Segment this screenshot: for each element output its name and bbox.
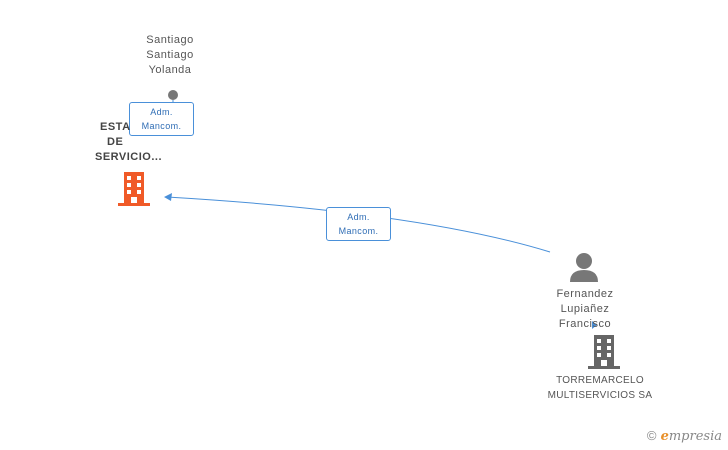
company-name-secondary[interactable]: TORREMARCELO MULTISERVICIOS SA bbox=[530, 373, 670, 403]
name-line: Francisco bbox=[558, 318, 612, 330]
empresia-logo: © empresia bbox=[647, 428, 722, 444]
building-icon-secondary[interactable] bbox=[588, 334, 620, 370]
name-line: Yolanda bbox=[148, 64, 192, 76]
company-line: ESTA bbox=[100, 121, 131, 133]
person-name-fernandez[interactable]: Fernandez Lupiañez Francisco bbox=[540, 287, 630, 332]
person-icon[interactable] bbox=[166, 89, 180, 103]
company-line: MULTISERVICIOS SA bbox=[547, 390, 653, 401]
arrowhead-small-icon bbox=[592, 321, 597, 329]
arrowhead-icon bbox=[164, 193, 172, 201]
company-line: DE bbox=[107, 136, 124, 148]
brand-name: mpresia bbox=[668, 429, 722, 444]
building-icon-main[interactable] bbox=[118, 171, 150, 207]
badge-line: Mancom. bbox=[338, 226, 379, 236]
name-line: Lupiañez bbox=[560, 303, 610, 315]
person-icon[interactable] bbox=[568, 252, 600, 282]
company-line: SERVICIO... bbox=[95, 151, 163, 163]
person-name-santiago[interactable]: Santiago Santiago Yolanda bbox=[130, 33, 210, 78]
name-line: Santiago bbox=[146, 34, 194, 46]
copyright-symbol: © bbox=[646, 428, 657, 443]
brand-initial: e bbox=[660, 429, 669, 444]
company-name-main[interactable]: ESTA DE SERVICIO... bbox=[85, 120, 175, 165]
badge-line: Adm. bbox=[150, 107, 173, 117]
badge-line: Mancom. bbox=[141, 121, 182, 131]
name-line: Fernandez bbox=[556, 288, 614, 300]
badge-line: Adm. bbox=[347, 212, 370, 222]
company-line: TORREMARCELO bbox=[556, 375, 644, 386]
name-line: Santiago bbox=[146, 49, 194, 61]
role-badge-top[interactable]: Adm. Mancom. bbox=[129, 102, 194, 136]
role-badge-right[interactable]: Adm. Mancom. bbox=[326, 207, 391, 241]
